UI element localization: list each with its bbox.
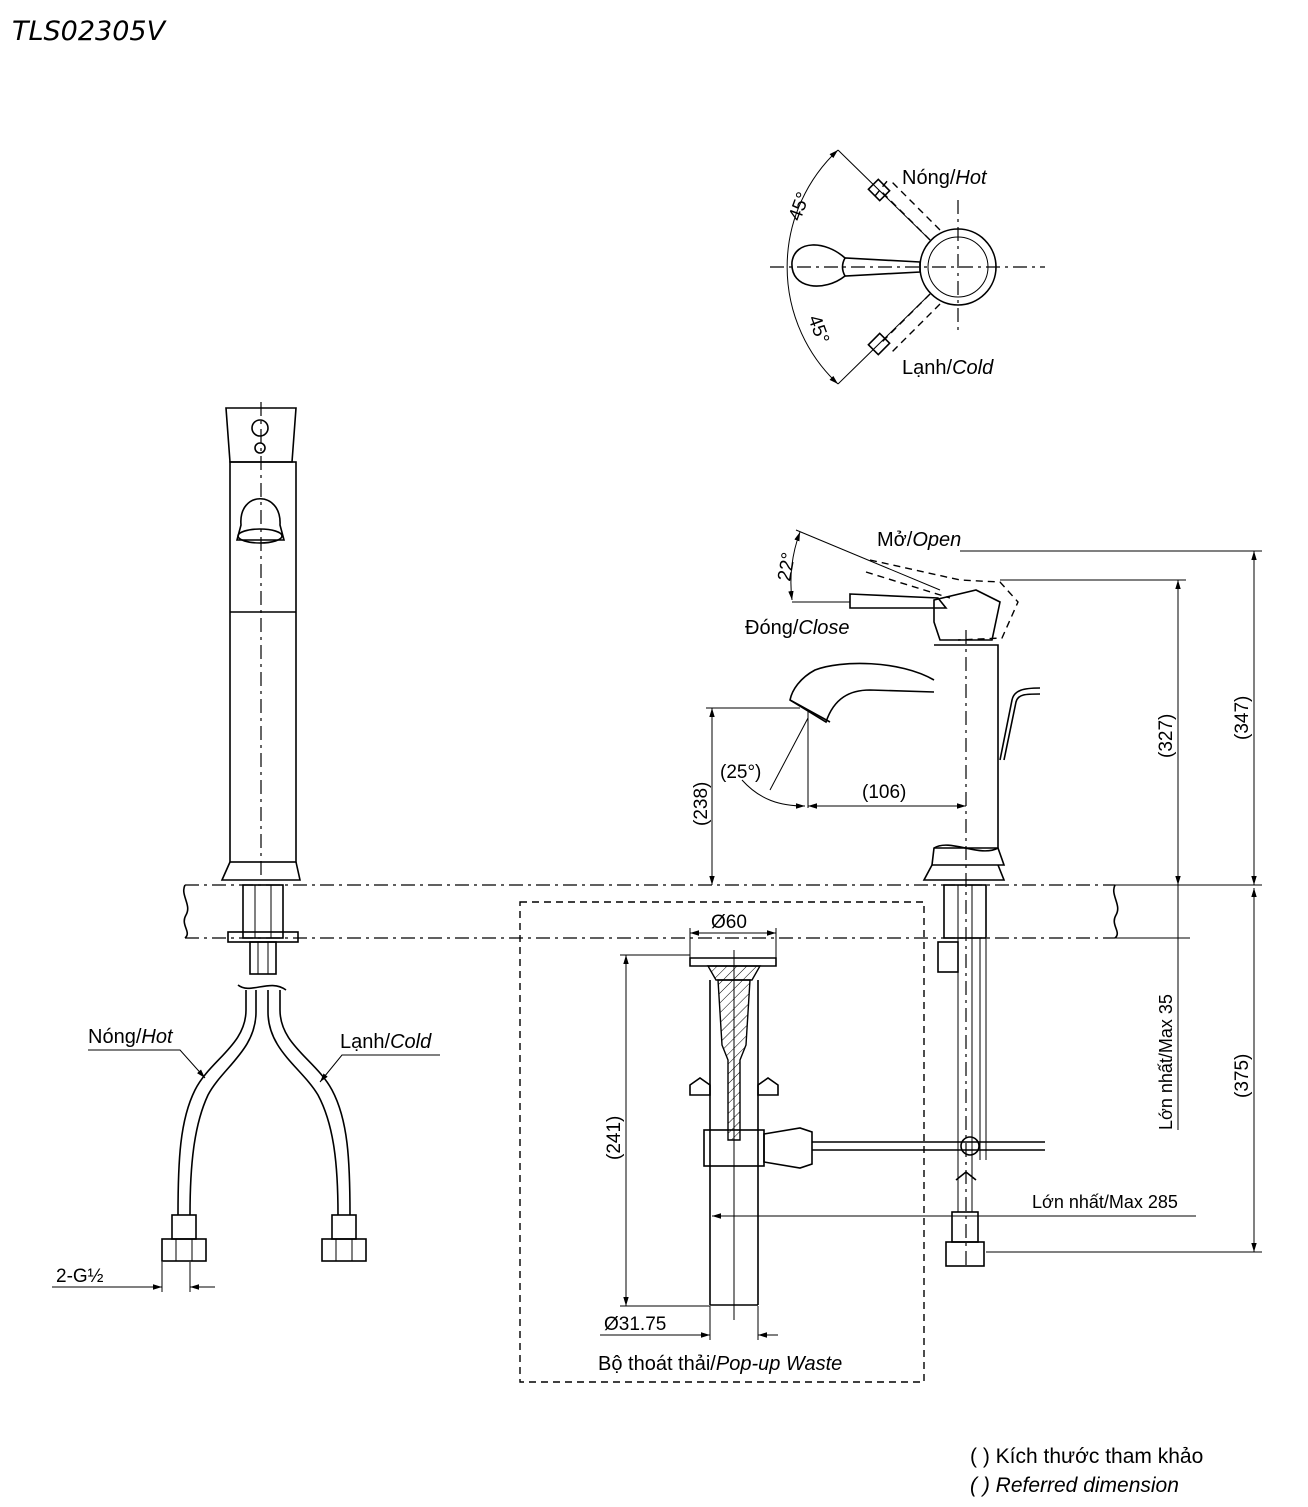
spout-angle: (25°) bbox=[720, 762, 761, 783]
height-body: (327) bbox=[1156, 714, 1177, 758]
top-hot-label: Nóng/Hot bbox=[902, 167, 988, 189]
below-deck: (375) bbox=[1232, 1054, 1253, 1098]
pipe-diameter: Ø31.75 bbox=[604, 1314, 666, 1335]
close-label: Đóng/Close bbox=[745, 617, 850, 639]
front-hot-label: Nóng/Hot bbox=[88, 1026, 174, 1048]
top-view: 45° 45° Nóng/Hot Lạnh/Cold bbox=[770, 149, 1045, 385]
side-view-faucet: 22° Mở/Open Đóng/Close (25°) (106) (238)… bbox=[691, 529, 1262, 1270]
legend-line-vi: ( ) Kích thước tham khảo bbox=[970, 1445, 1203, 1468]
angle-lower: 45° bbox=[803, 313, 833, 347]
angle-upper: 45° bbox=[785, 190, 815, 224]
top-cold-label: Lạnh/Cold bbox=[902, 357, 994, 379]
lever-angle: 22° bbox=[774, 551, 800, 583]
front-view-faucet: Nóng/Hot Lạnh/Cold 2-G½ bbox=[52, 402, 440, 1292]
open-label: Mở/Open bbox=[877, 529, 961, 551]
max-thickness: Lớn nhất/Max 35 bbox=[1156, 994, 1176, 1130]
spout-height: (238) bbox=[691, 782, 712, 826]
model-code: TLS02305V bbox=[12, 16, 168, 47]
max-hose: Lớn nhất/Max 285 bbox=[1032, 1192, 1178, 1212]
legend-line-en: ( ) Referred dimension bbox=[970, 1474, 1179, 1497]
popup-waste: Ø60 (241) Ø31.75 Bộ thoát thải/Pop-up Wa… bbox=[519, 901, 1045, 1383]
waste-length: (241) bbox=[604, 1116, 625, 1160]
front-cold-label: Lạnh/Cold bbox=[340, 1031, 432, 1053]
height-total: (347) bbox=[1232, 696, 1253, 740]
popup-waste-label: Bộ thoát thải/Pop-up Waste bbox=[598, 1353, 842, 1375]
legend: ( ) Kích thước tham khảo ( ) Referred di… bbox=[970, 1445, 1203, 1497]
flange-diameter: Ø60 bbox=[711, 912, 747, 933]
spout-reach: (106) bbox=[862, 782, 906, 803]
thread-connection: 2-G½ bbox=[56, 1266, 104, 1287]
